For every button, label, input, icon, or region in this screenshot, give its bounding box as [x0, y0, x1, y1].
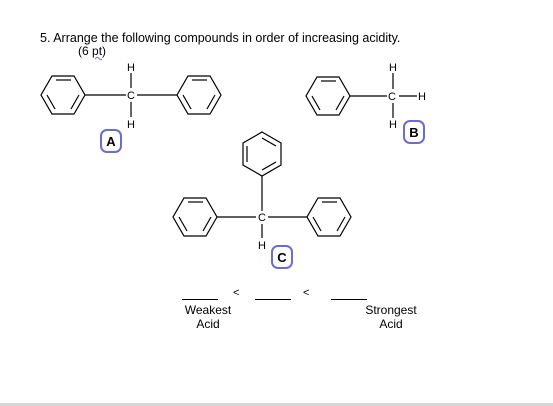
less-than-sign-2: <: [303, 287, 310, 299]
compound-c-center-c: C: [258, 212, 266, 224]
compound-c-label: C: [271, 245, 293, 269]
answer-blank-1[interactable]: [182, 299, 218, 300]
strongest-word: Strongest: [365, 303, 417, 317]
question-text: 5. Arrange the following compounds in or…: [40, 31, 401, 45]
answer-blank-3[interactable]: [331, 299, 367, 300]
compound-b-label: B: [403, 120, 425, 144]
compound-b-right-h: H: [418, 91, 426, 103]
less-than-sign-1: <: [233, 287, 240, 299]
compound-c-top-ring: [242, 131, 282, 177]
points-close: ): [102, 44, 107, 58]
points-note: (6 pt): [78, 44, 106, 58]
compound-c-right-ring: [306, 197, 352, 237]
weakest-acid-word: Acid: [196, 317, 220, 331]
strongest-acid-word: Acid: [379, 317, 403, 331]
strongest-acid-label: Strongest Acid: [362, 303, 420, 331]
answer-blank-2[interactable]: [255, 299, 291, 300]
compound-c-bottom-h: H: [258, 240, 266, 252]
compound-c-left-ring: [172, 197, 218, 237]
weakest-word: Weakest: [184, 303, 232, 317]
compound-a-left-ring: [40, 75, 86, 115]
compound-a-right-ring: [176, 75, 222, 115]
points-mark: pt: [92, 44, 103, 58]
compound-b-top-h: H: [389, 62, 397, 74]
weakest-acid-label: Weakest Acid: [182, 303, 234, 331]
compound-a-center-c: C: [127, 90, 135, 102]
compound-a-top-h: H: [127, 62, 135, 74]
compound-b-bottom-h: H: [389, 119, 397, 131]
compound-b-ring: [305, 76, 351, 116]
bottom-divider: [0, 403, 553, 406]
compound-a-label: A: [100, 129, 122, 153]
points-open: (6: [78, 44, 93, 58]
compound-b-center-c: C: [388, 91, 396, 103]
compound-a-bottom-h: H: [127, 119, 135, 131]
